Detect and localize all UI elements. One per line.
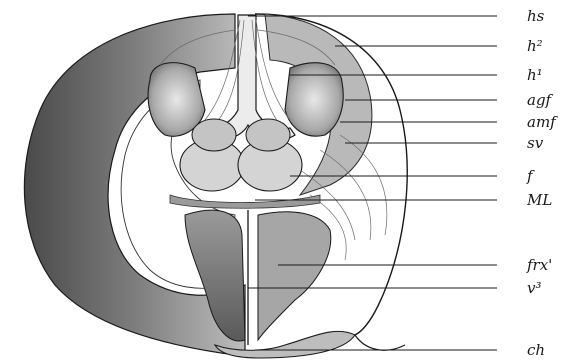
label-sv: sv — [527, 134, 544, 152]
label-f: f — [526, 167, 535, 185]
right-upper-bulge — [246, 119, 290, 151]
label-h2: h² — [527, 37, 543, 55]
label-amf: amf — [527, 113, 558, 131]
label-h1: h¹ — [527, 66, 543, 84]
label-ML: ML — [526, 191, 552, 209]
label-frx: frx' — [526, 256, 552, 274]
label-v3: v³ — [527, 279, 542, 297]
right-basal-mass — [258, 212, 331, 340]
right-lobe-h1 — [285, 63, 343, 136]
label-agf: agf — [527, 91, 554, 109]
outer-contour-bottom — [355, 335, 405, 350]
label-hs: hs — [527, 7, 545, 25]
left-upper-bulge — [192, 119, 236, 151]
label-ch: ch — [527, 341, 545, 359]
